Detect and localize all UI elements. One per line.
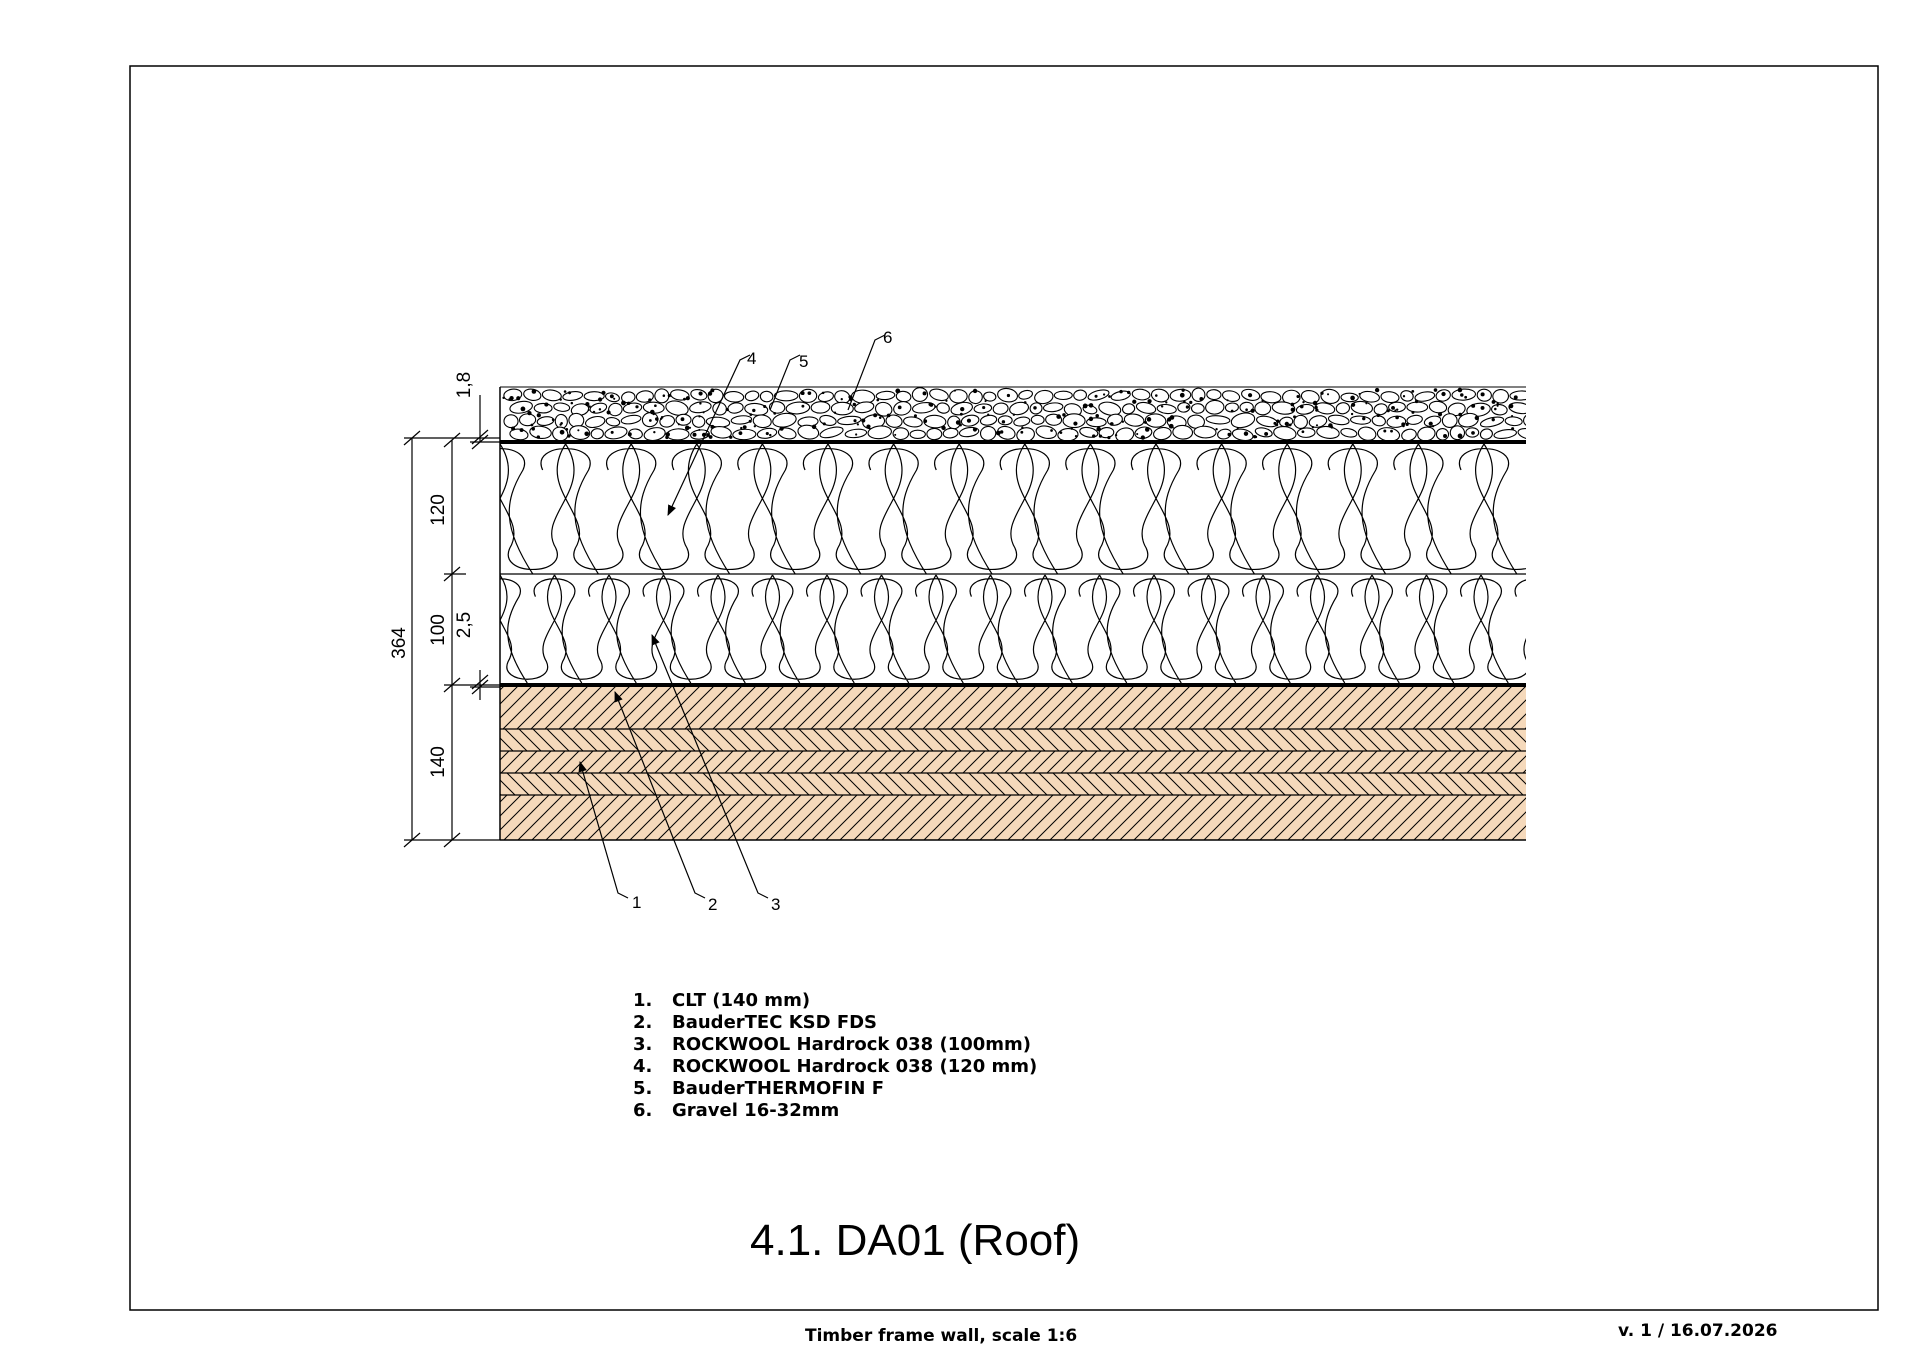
kSD-membrane (500, 683, 1526, 687)
leader-1 (578, 760, 629, 899)
leader-5 (769, 354, 801, 411)
insulation-upper-layer (500, 443, 1526, 575)
legend-num-3: 3. (633, 1034, 652, 1055)
gravel-stones (502, 387, 1526, 443)
dimension-chain (403, 395, 500, 848)
leader-3 (651, 634, 769, 899)
insulation-lower-layer (500, 574, 1526, 684)
callout-6: 6 (883, 328, 892, 347)
callout-5: 5 (799, 352, 808, 371)
legend-num-4: 4. (633, 1056, 652, 1077)
legend-text-1: CLT (140 mm) (672, 990, 810, 1011)
legend-text-3: ROCKWOOL Hardrock 038 (100mm) (672, 1034, 1031, 1055)
legend-text-2: BauderTEC KSD FDS (672, 1012, 877, 1033)
legend-num-6: 6. (633, 1100, 652, 1121)
leader-lines (578, 334, 886, 899)
thermofin-membrane (500, 440, 1526, 444)
legend-num-1: 1. (633, 990, 652, 1011)
drawing-title: 4.1. DA01 (Roof) (750, 1216, 1080, 1265)
dim-total: 364 (389, 627, 410, 659)
leader-4 (667, 354, 751, 516)
dim-gravel: 1,8 (454, 372, 475, 398)
callout-2: 2 (708, 895, 717, 914)
callout-4: 4 (747, 349, 756, 368)
callout-3: 3 (771, 895, 780, 914)
legend-text-4: ROCKWOOL Hardrock 038 (120 mm) (672, 1056, 1037, 1077)
drawing-subtitle: Timber frame wall, scale 1:6 (805, 1326, 1077, 1346)
version-date: v. 1 / 16.07.2026 (1618, 1321, 1778, 1341)
drawing-frame (129, 65, 1879, 1311)
dim-membrane: 2,5 (454, 612, 475, 638)
dim-insulation-upper: 120 (428, 494, 449, 526)
legend-text-6: Gravel 16-32mm (672, 1100, 839, 1121)
legend-num-5: 5. (633, 1078, 652, 1099)
legend: 1. CLT (140 mm) 2. BauderTEC KSD FDS 3. … (633, 990, 1037, 1121)
dim-insulation-lower: 100 (428, 614, 449, 646)
callout-1: 1 (632, 893, 641, 912)
leader-2 (614, 690, 706, 899)
clt-panel (500, 687, 1526, 841)
legend-text-5: BauderTHERMOFIN F (672, 1078, 884, 1099)
roof-section (500, 387, 1526, 841)
leader-6 (847, 334, 886, 411)
dim-clt: 140 (428, 746, 449, 778)
legend-num-2: 2. (633, 1012, 652, 1033)
